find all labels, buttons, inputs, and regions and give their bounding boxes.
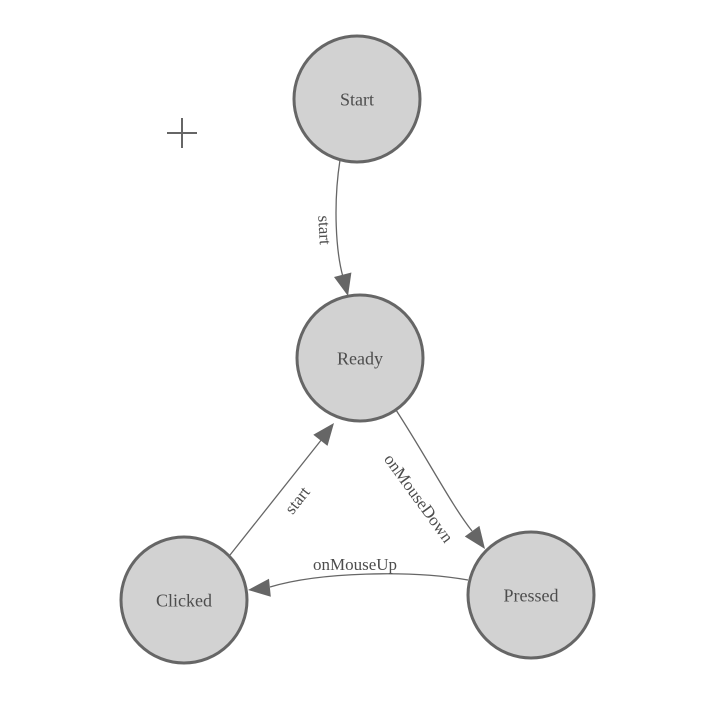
edge-ready-pressed[interactable]: onMouseDown	[380, 409, 485, 549]
edge-clicked-ready[interactable]: start	[229, 423, 334, 556]
state-label-start: Start	[340, 89, 374, 109]
node-clicked[interactable]: Clicked	[119, 535, 249, 665]
state-circle-ready[interactable]	[295, 293, 425, 423]
edge-line[interactable]	[335, 159, 344, 278]
plus-crosshair-icon	[167, 118, 197, 148]
arrowhead-icon	[313, 423, 334, 446]
arrowhead-icon	[248, 578, 271, 597]
edge-line[interactable]	[269, 573, 469, 588]
state-circle-pressed[interactable]	[466, 530, 596, 660]
edge-start-ready[interactable]: start	[314, 159, 352, 296]
node-pressed[interactable]: Pressed	[466, 530, 596, 660]
edge-line[interactable]	[395, 409, 473, 532]
node-ready[interactable]: Ready	[295, 293, 425, 423]
edge-line[interactable]	[229, 438, 323, 556]
state-circle-clicked[interactable]	[119, 535, 249, 665]
arrowhead-icon	[464, 525, 485, 549]
edge-label-onMouseUp: onMouseUp	[313, 555, 397, 574]
node-start[interactable]: Start	[292, 34, 422, 164]
edge-label-onMouseDown: onMouseDown	[380, 450, 457, 546]
edge-label-start: start	[314, 215, 335, 245]
edge-label-start: start	[281, 483, 314, 518]
state-label-ready: Ready	[337, 348, 383, 368]
edge-pressed-clicked[interactable]: onMouseUp	[248, 555, 469, 597]
state-circle-start[interactable]	[292, 34, 422, 164]
state-label-pressed: Pressed	[504, 585, 559, 605]
state-label-clicked: Clicked	[156, 590, 212, 610]
arrowhead-icon	[334, 272, 352, 296]
